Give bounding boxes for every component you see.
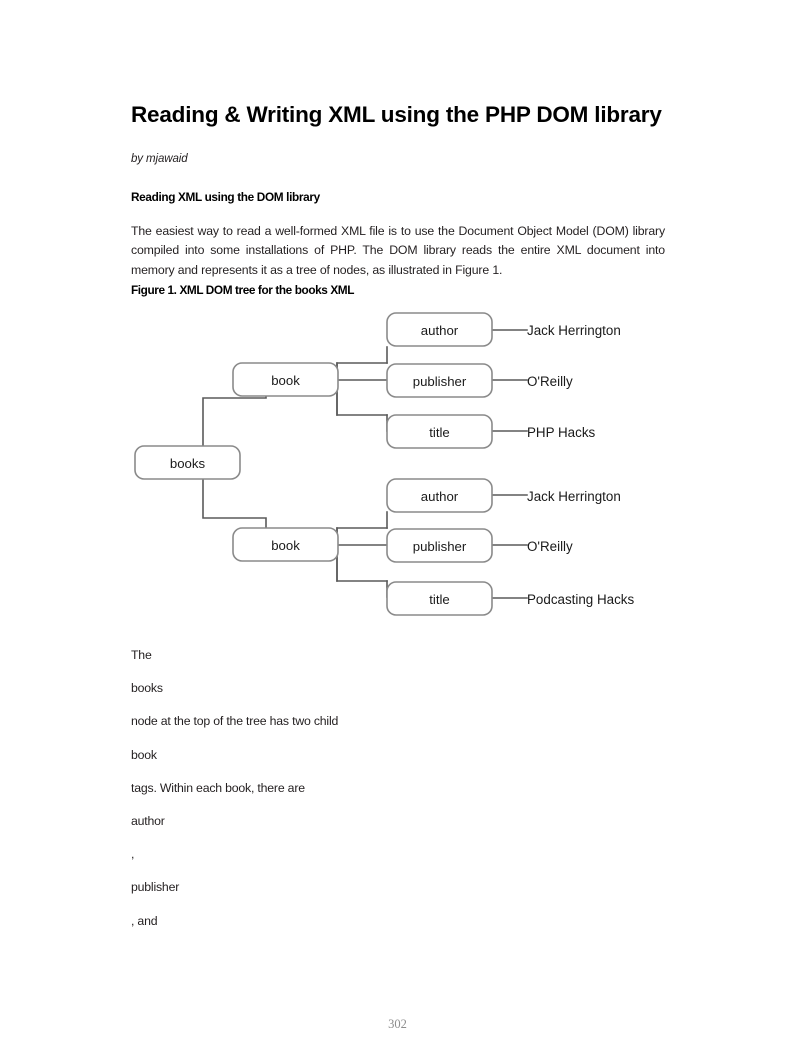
node-label: books <box>170 456 206 471</box>
node-box <box>386 478 493 513</box>
leaf-value: O'Reilly <box>527 539 573 554</box>
node-publisher-1: publisher <box>386 363 493 398</box>
text-fragment: The <box>131 647 152 662</box>
byline: by mjawaid <box>131 153 188 165</box>
dom-tree-diagram: books book author Jack Herrington publis… <box>134 312 634 616</box>
node-box <box>386 414 493 449</box>
leaf-value: Jack Herrington <box>527 323 621 338</box>
section-heading: Reading XML using the DOM library <box>131 190 320 204</box>
node-author-1: author <box>386 312 493 347</box>
node-author-2: author <box>386 478 493 513</box>
text-fragment: , <box>131 847 135 862</box>
figure-caption: Figure 1. XML DOM tree for the books XML <box>131 282 355 297</box>
page-number: 302 <box>388 1017 407 1031</box>
node-box <box>386 528 493 563</box>
node-box <box>386 312 493 347</box>
leaf-value: O'Reilly <box>527 374 573 389</box>
node-books: books <box>134 445 241 480</box>
node-book-1: book <box>232 362 339 397</box>
node-book-2: book <box>232 527 339 562</box>
text-fragment: books <box>131 681 163 696</box>
node-box <box>232 362 339 397</box>
node-label: publisher <box>413 539 467 554</box>
node-label: book <box>271 373 300 388</box>
page-title: Reading & Writing XML using the PHP DOM … <box>131 102 662 127</box>
text-fragment: publisher <box>131 880 180 895</box>
figure-xml-dom-tree: books book author Jack Herrington publis… <box>131 305 665 623</box>
node-label: book <box>271 538 300 553</box>
node-title-2: title <box>386 581 493 616</box>
text-fragment: author <box>131 813 165 828</box>
node-publisher-2: publisher <box>386 528 493 563</box>
text-fragment: book <box>131 747 157 762</box>
node-label: title <box>429 425 450 440</box>
leaf-value: PHP Hacks <box>527 425 596 440</box>
text-fragment: , and <box>131 913 158 928</box>
text-fragment: tags. Within each book, there are <box>131 780 305 795</box>
node-label: title <box>429 592 450 607</box>
text-fragment: node at the top of the tree has two chil… <box>131 714 339 729</box>
node-label: publisher <box>413 374 467 389</box>
node-label: author <box>421 323 459 338</box>
node-label: author <box>421 489 459 504</box>
node-box <box>386 581 493 616</box>
node-title-1: title <box>386 414 493 449</box>
leaf-value: Jack Herrington <box>527 489 621 504</box>
node-box <box>134 445 241 480</box>
node-box <box>386 363 493 398</box>
trailing-fragments: The books node at the top of the tree ha… <box>131 623 665 938</box>
node-box <box>232 527 339 562</box>
body-paragraph: The easiest way to read a well-formed XM… <box>131 224 665 277</box>
leaf-value: Podcasting Hacks <box>527 592 634 607</box>
page-content: Reading & Writing XML using the PHP DOM … <box>131 0 665 938</box>
